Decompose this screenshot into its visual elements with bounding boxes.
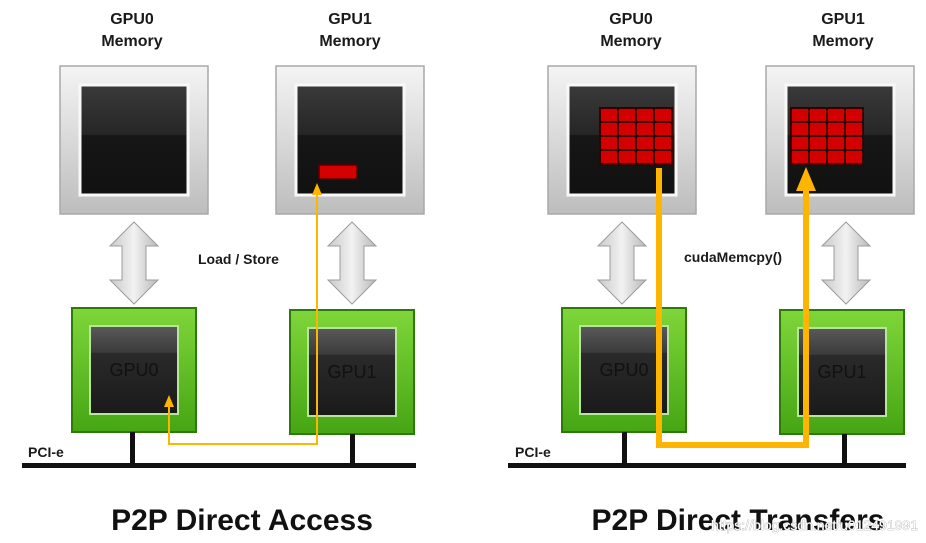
data-cell bbox=[792, 137, 808, 149]
data-cell bbox=[637, 109, 653, 121]
left-data-chunk bbox=[318, 164, 358, 180]
data-cell bbox=[792, 151, 808, 163]
right-gpu0-memory bbox=[547, 65, 697, 215]
right-gpu0-memory-label-line1: GPU0 bbox=[609, 11, 653, 28]
left-gpu0-bus-arrow bbox=[108, 221, 160, 305]
data-cell bbox=[601, 151, 617, 163]
left-path-arrowhead-gpu0 bbox=[164, 395, 174, 407]
data-cell bbox=[655, 137, 671, 149]
data-cell bbox=[828, 109, 844, 121]
left-gpu1-memory-label-line2: Memory bbox=[319, 33, 380, 50]
right-destination-data-block bbox=[790, 107, 864, 165]
data-cell bbox=[810, 151, 826, 163]
left-path-arrowhead-mem1 bbox=[312, 183, 322, 195]
right-title: P2P Direct Transfers bbox=[592, 504, 885, 537]
data-cell bbox=[792, 123, 808, 135]
right-gpu0-bus-connector bbox=[622, 432, 627, 464]
watermark: https://blog.csdn.net/u012491991 bbox=[711, 517, 918, 533]
data-cell bbox=[846, 137, 862, 149]
right-gpu0-label: GPU0 bbox=[599, 360, 648, 380]
data-cell bbox=[619, 109, 635, 121]
right-gpu1-memory-label-line2: Memory bbox=[812, 33, 873, 50]
data-cell bbox=[655, 123, 671, 135]
data-cell bbox=[619, 137, 635, 149]
left-title: P2P Direct Access bbox=[111, 504, 373, 537]
left-pcie-label: PCI-e bbox=[28, 444, 64, 460]
left-gpu0-memory bbox=[59, 65, 209, 215]
data-cell bbox=[810, 109, 826, 121]
left-pcie-bus bbox=[22, 463, 416, 468]
left-gpu0-memory-label-line1: GPU0 bbox=[110, 11, 154, 28]
right-gpu0-chip: GPU0 bbox=[561, 307, 687, 433]
left-gpu1-memory bbox=[275, 65, 425, 215]
left-gpu1-memory-label-line1: GPU1 bbox=[328, 11, 372, 28]
right-gpu0-bus-arrow bbox=[596, 221, 648, 305]
data-cell bbox=[601, 123, 617, 135]
data-cell bbox=[637, 137, 653, 149]
left-gpu0-label: GPU0 bbox=[109, 360, 158, 380]
left-load-store-label: Load / Store bbox=[198, 251, 279, 267]
right-cudamemcpy-label: cudaMemcpy() bbox=[684, 249, 782, 265]
data-cell bbox=[828, 123, 844, 135]
right-panel: GPU0 Memory GPU1 Memory GPU0 GPU1 PCI-e bbox=[508, 11, 915, 537]
right-pcie-bus bbox=[508, 463, 906, 468]
right-pcie-label: PCI-e bbox=[515, 444, 551, 460]
right-gpu1-bus-arrow bbox=[820, 221, 872, 305]
right-gpu1-label: GPU1 bbox=[817, 362, 866, 382]
data-cell bbox=[637, 123, 653, 135]
data-cell bbox=[846, 151, 862, 163]
data-cell bbox=[637, 151, 653, 163]
data-cell bbox=[828, 151, 844, 163]
left-gpu1-label: GPU1 bbox=[327, 362, 376, 382]
left-gpu1-bus-connector bbox=[350, 434, 355, 464]
data-cell bbox=[655, 109, 671, 121]
data-cell bbox=[828, 137, 844, 149]
data-cell bbox=[619, 123, 635, 135]
right-gpu0-memory-label-line2: Memory bbox=[600, 33, 661, 50]
left-gpu0-memory-label-line2: Memory bbox=[101, 33, 162, 50]
left-gpu1-chip: GPU1 bbox=[289, 309, 415, 435]
right-gpu1-memory bbox=[765, 65, 915, 215]
right-gpu1-chip: GPU1 bbox=[779, 309, 905, 435]
data-cell bbox=[846, 109, 862, 121]
left-gpu1-bus-arrow bbox=[326, 221, 378, 305]
left-gpu0-chip: GPU0 bbox=[71, 307, 197, 433]
right-path-arrowhead bbox=[796, 167, 816, 191]
data-cell bbox=[792, 109, 808, 121]
data-cell bbox=[810, 123, 826, 135]
right-gpu1-memory-label-line1: GPU1 bbox=[821, 11, 865, 28]
data-cell bbox=[601, 137, 617, 149]
data-cell bbox=[601, 109, 617, 121]
data-cell bbox=[655, 151, 671, 163]
data-cell bbox=[619, 151, 635, 163]
right-transfer-path bbox=[656, 168, 809, 448]
data-cell bbox=[810, 137, 826, 149]
left-load-store-path bbox=[168, 195, 318, 445]
left-panel: GPU0 Memory GPU1 Memory GPU0 GPU1 bbox=[22, 11, 425, 537]
right-gpu1-bus-connector bbox=[842, 434, 847, 464]
data-cell bbox=[846, 123, 862, 135]
left-gpu0-bus-connector bbox=[130, 432, 135, 464]
right-source-data-block bbox=[599, 107, 673, 165]
